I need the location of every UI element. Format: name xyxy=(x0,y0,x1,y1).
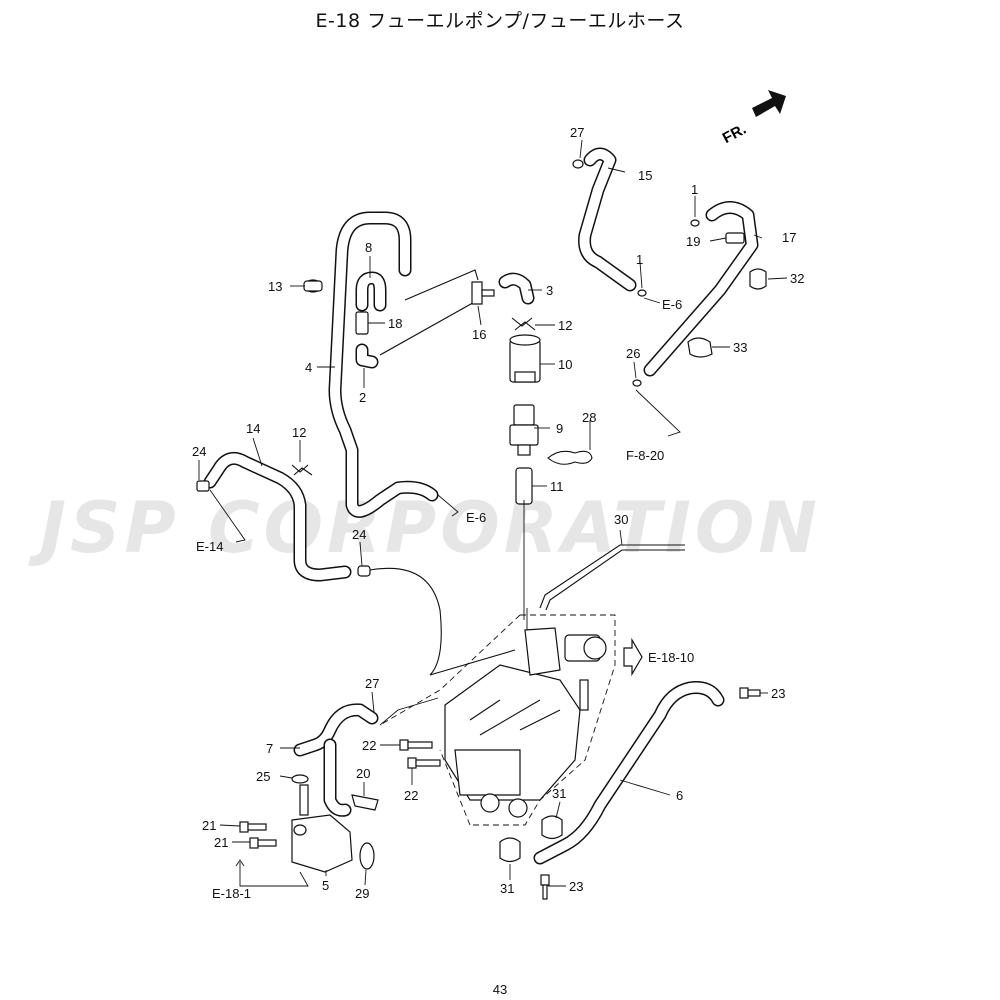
o-ring-28 xyxy=(547,450,593,465)
callout-20: 20 xyxy=(356,766,370,781)
small-clamps xyxy=(572,159,745,387)
hose-8-filter-18-assembly xyxy=(355,271,387,369)
callout-5: 5 xyxy=(322,878,329,893)
callout-14: 14 xyxy=(246,421,260,436)
callout-31: 31 xyxy=(552,786,566,801)
callout-31: 31 xyxy=(500,881,514,896)
callout-32: 32 xyxy=(790,271,804,286)
callout-30: 30 xyxy=(614,512,628,527)
callout-9: 9 xyxy=(556,421,563,436)
grommets-31 xyxy=(499,815,563,863)
callout-24: 24 xyxy=(192,444,206,459)
reference-e-14: E-14 xyxy=(196,539,223,554)
callout-28: 28 xyxy=(582,410,596,425)
watermark-text: JSP CORPORATION xyxy=(28,487,821,569)
vapor-separator-assembly xyxy=(379,614,616,826)
callout-29: 29 xyxy=(355,886,369,901)
callout-11: 11 xyxy=(550,479,564,494)
callout-13: 13 xyxy=(268,279,282,294)
fuel-hose-4 xyxy=(328,211,439,518)
cross-references: E-6 E-6 E-14 F-8-20 E-18-10 E-18-1 xyxy=(196,297,694,901)
callout-22: 22 xyxy=(362,738,376,753)
callout-27: 27 xyxy=(365,676,379,691)
filter-element-9 xyxy=(509,404,539,456)
callout-1: 1 xyxy=(636,252,643,267)
callout-6: 6 xyxy=(676,788,683,803)
clip-12-middle xyxy=(291,464,313,476)
front-direction-arrow: FR. xyxy=(720,90,786,147)
watermark: JSP CORPORATION xyxy=(28,487,821,569)
clip-33 xyxy=(687,337,713,358)
callout-7: 7 xyxy=(266,741,273,756)
callout-27: 27 xyxy=(570,125,584,140)
callout-2: 2 xyxy=(359,390,366,405)
vent-line-30 xyxy=(539,544,685,611)
reference-e-18-10: E-18-10 xyxy=(648,650,694,665)
reference-e-6-right: E-6 xyxy=(662,297,682,312)
reference-f-8-20: F-8-20 xyxy=(626,448,664,463)
reference-arrow-e-18-10 xyxy=(623,637,643,677)
callout-16: 16 xyxy=(472,327,486,342)
callout-17: 17 xyxy=(782,230,796,245)
page-title: E-18 フューエルポンプ/フューエルホース xyxy=(315,10,685,32)
callout-23: 23 xyxy=(771,686,785,701)
leader-lines xyxy=(198,139,788,887)
clip-13 xyxy=(303,279,323,293)
fuel-hose-6 xyxy=(533,681,725,865)
reference-e-18-1: E-18-1 xyxy=(212,886,251,901)
callout-21: 21 xyxy=(202,818,216,833)
callout-10: 10 xyxy=(558,357,572,372)
callout-24: 24 xyxy=(352,527,366,542)
t-joint-16-and-hose-3 xyxy=(379,269,535,356)
fuel-hose-17 xyxy=(643,201,759,377)
clip-12-upper xyxy=(511,317,536,331)
spacer-11 xyxy=(515,467,533,505)
callout-25: 25 xyxy=(256,769,270,784)
callout-33: 33 xyxy=(733,340,747,355)
clip-32 xyxy=(749,268,767,290)
callout-26: 26 xyxy=(626,346,640,361)
callout-4: 4 xyxy=(305,360,312,375)
routing-line xyxy=(357,565,516,676)
callout-12: 12 xyxy=(558,318,572,333)
callout-23: 23 xyxy=(569,879,583,894)
filter-cup-10 xyxy=(509,334,541,383)
callout-3: 3 xyxy=(546,283,553,298)
front-label: FR. xyxy=(720,121,749,147)
callout-15: 15 xyxy=(638,168,652,183)
callouts: 27 15 1 19 17 1 32 33 26 8 18 2 13 4 3 1… xyxy=(192,125,804,901)
bolts xyxy=(239,687,761,900)
fuel-hose-7 xyxy=(293,703,379,817)
fuel-hose-15 xyxy=(578,147,637,292)
callout-1: 1 xyxy=(691,182,698,197)
callout-12: 12 xyxy=(292,425,306,440)
callout-8: 8 xyxy=(365,240,372,255)
fuel-pump-5 xyxy=(291,774,379,873)
callout-19: 19 xyxy=(686,234,700,249)
fuel-hose-14 xyxy=(196,451,352,582)
callout-21: 21 xyxy=(214,835,228,850)
callout-18: 18 xyxy=(388,316,402,331)
reference-e-6-left: E-6 xyxy=(466,510,486,525)
page-number: 43 xyxy=(492,982,508,997)
callout-22: 22 xyxy=(404,788,418,803)
